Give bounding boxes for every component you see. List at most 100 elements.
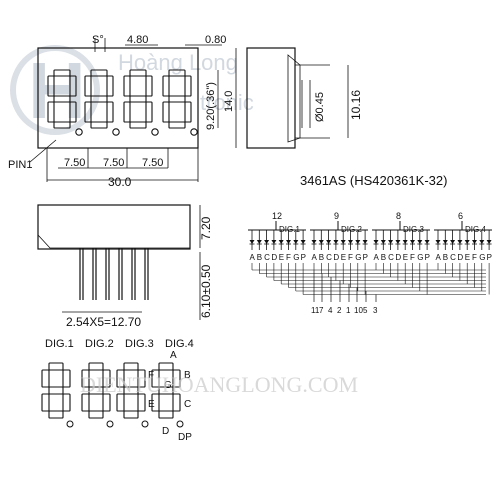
circuit-seg-dp-2: P bbox=[363, 253, 368, 262]
diode bbox=[472, 240, 477, 244]
front-dp-4 bbox=[190, 128, 198, 136]
circuit-seg-g-2: G bbox=[355, 253, 361, 262]
diode bbox=[424, 240, 430, 244]
dim-pin-length: 6.10±0.50 bbox=[199, 264, 213, 318]
seg-name-dp: DP bbox=[178, 432, 192, 443]
dim-total-height: 14.0 bbox=[223, 91, 235, 112]
circuit-seg-f-3: F bbox=[410, 253, 415, 262]
diode bbox=[362, 240, 368, 244]
circuit-bottom-pin-3: 3 bbox=[373, 306, 378, 315]
seg-name-c: C bbox=[184, 399, 191, 410]
dim-top-right: 0.80 bbox=[205, 34, 226, 46]
circuit-bottom-pin-5: 5 bbox=[363, 306, 368, 315]
front-digit-1 bbox=[47, 69, 77, 129]
circuit-seg-c-2: C bbox=[326, 253, 332, 262]
dim-digit-pitch-top: 4.80 bbox=[127, 34, 148, 46]
front-view: S° 4.80 0.80 9.20(.36") 14.0 7.50 7.50 7… bbox=[8, 34, 237, 189]
circuit-seg-b-2: B bbox=[319, 253, 324, 262]
diode bbox=[264, 240, 270, 244]
part-number: 3461AS (HS420361K-32) bbox=[300, 173, 447, 188]
pin1-label: PIN1 bbox=[8, 159, 32, 171]
diode bbox=[348, 240, 353, 244]
front-digits bbox=[47, 69, 198, 136]
circuit-digit-pin-1: 12 bbox=[272, 211, 282, 221]
side-view: Ø0.45 10.16 bbox=[246, 47, 363, 149]
seg-digit-2 bbox=[81, 362, 111, 419]
circuit-seg-e-2: E bbox=[341, 253, 346, 262]
circuit-seg-a-3: A bbox=[374, 253, 380, 262]
circuit-seg-dp-1: P bbox=[301, 253, 306, 262]
seg-name-f: F bbox=[148, 370, 154, 381]
diode bbox=[479, 240, 485, 244]
diode bbox=[410, 240, 415, 244]
pins bbox=[79, 248, 149, 300]
circuit-bottom-pin-2: 2 bbox=[337, 306, 342, 315]
diode bbox=[249, 240, 255, 244]
circuit-seg-a-1: A bbox=[250, 253, 256, 262]
circuit-digit-pin-4: 6 bbox=[458, 211, 463, 221]
seg-name-g: G bbox=[164, 380, 172, 391]
diode bbox=[464, 240, 470, 244]
pin-view-body bbox=[37, 204, 191, 250]
circuit-seg-c-4: C bbox=[450, 253, 456, 262]
circuit-seg-e-3: E bbox=[403, 253, 408, 262]
seg-dp-1 bbox=[66, 420, 74, 428]
seg-name-b: B bbox=[184, 370, 191, 381]
circuit-seg-b-3: B bbox=[381, 253, 386, 262]
dim-top-gap: S° bbox=[92, 34, 104, 46]
dim-pitch2: 7.50 bbox=[103, 157, 124, 169]
front-digit-3 bbox=[123, 69, 153, 129]
seg-name-e: E bbox=[148, 399, 155, 410]
front-dp-2 bbox=[112, 128, 120, 136]
seg-name-d: D bbox=[162, 426, 169, 437]
diode bbox=[380, 240, 386, 244]
diode bbox=[442, 240, 448, 244]
side-pin-dia: Ø0.45 bbox=[314, 92, 326, 122]
circuit-seg-c-1: C bbox=[264, 253, 270, 262]
diode bbox=[271, 240, 277, 244]
circuit-digit-label-1: DIG.1 bbox=[279, 225, 300, 234]
front-digit-2 bbox=[84, 69, 114, 129]
diode bbox=[340, 240, 346, 244]
diode bbox=[293, 240, 299, 244]
dim-digit-height: 9.20(.36") bbox=[205, 82, 217, 130]
diode bbox=[318, 240, 324, 244]
seg-digit-label-4: DIG.4 bbox=[165, 338, 194, 350]
circuit-seg-d-1: D bbox=[271, 253, 277, 262]
diode bbox=[286, 240, 291, 244]
circuit-seg-g-1: G bbox=[293, 253, 299, 262]
diode bbox=[326, 240, 332, 244]
circuit-seg-d-3: D bbox=[395, 253, 401, 262]
diode bbox=[395, 240, 401, 244]
dim-total-width: 30.0 bbox=[108, 175, 132, 189]
circuit-seg-a-4: A bbox=[436, 253, 442, 262]
circuit-seg-d-4: D bbox=[457, 253, 463, 262]
diode bbox=[355, 240, 361, 244]
seg-dp-3 bbox=[141, 420, 149, 428]
circuit-seg-e-1: E bbox=[279, 253, 284, 262]
diode bbox=[300, 240, 306, 244]
circuit-bottom-pin-10: 10 bbox=[354, 306, 363, 315]
front-body bbox=[37, 47, 199, 149]
diode bbox=[311, 240, 317, 244]
diode bbox=[333, 240, 339, 244]
front-dp-1 bbox=[75, 128, 83, 136]
seg-dp-2 bbox=[106, 420, 114, 428]
circuit-seg-d-2: D bbox=[333, 253, 339, 262]
pin-view: 7.20 6.10±0.50 2.54X5=12.70 bbox=[37, 204, 213, 329]
circuit-bottom-pin-4: 4 bbox=[328, 306, 333, 315]
circuit-seg-f-1: F bbox=[286, 253, 291, 262]
seg-digit-1 bbox=[41, 362, 71, 419]
diode bbox=[435, 240, 441, 244]
diode bbox=[373, 240, 379, 244]
side-body bbox=[246, 47, 296, 149]
diode bbox=[278, 240, 284, 244]
seg-digit-label-1: DIG.1 bbox=[45, 338, 74, 350]
circuit-bottom-pin-1: 1 bbox=[346, 306, 351, 315]
diode bbox=[486, 240, 492, 244]
circuit-seg-f-2: F bbox=[348, 253, 353, 262]
diode bbox=[450, 240, 456, 244]
